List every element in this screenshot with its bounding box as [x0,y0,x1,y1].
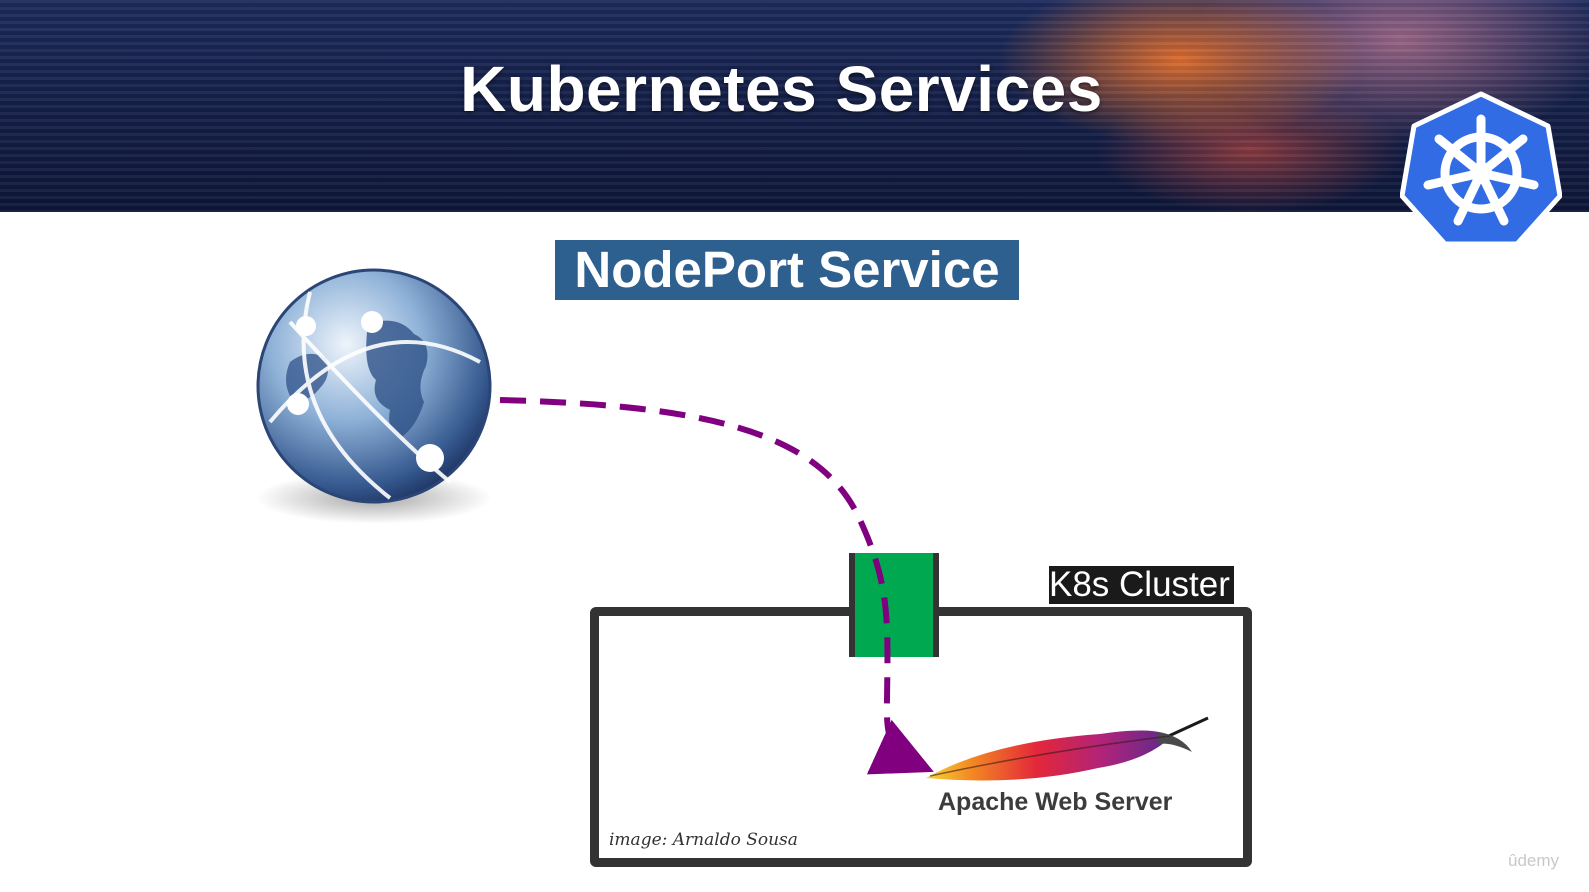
apache-web-server-label: Apache Web Server [938,788,1173,816]
nodeport-block [849,553,939,657]
slide-title: Kubernetes Services [460,53,1103,125]
globe-icon [256,268,492,524]
kubernetes-logo-icon [1400,91,1562,247]
udemy-watermark: ûdemy [1508,851,1560,870]
image-credit: image: Arnaldo Sousa [609,830,798,850]
apache-feather-icon [926,716,1209,781]
subtitle-nodeport-service: NodePort Service [555,240,1019,300]
header-banner [0,0,1589,212]
k8s-cluster-label: K8s Cluster [1049,566,1234,604]
